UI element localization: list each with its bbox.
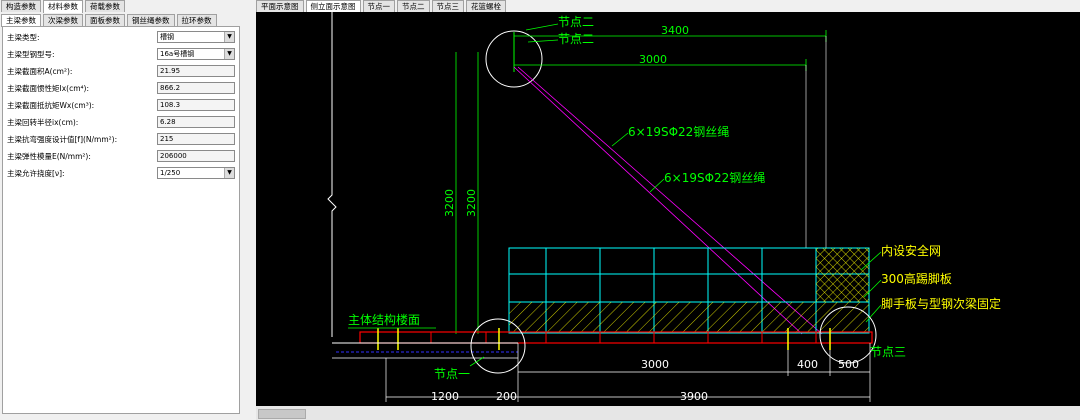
area-label: 主梁截面积A(cm²): xyxy=(7,66,73,76)
label-node2-b: 节点二 xyxy=(558,32,594,46)
parameter-panel: 构造参数 材料参数 荷载参数 主梁参数 次梁参数 面板参数 钢丝绳参数 拉环参数… xyxy=(0,0,242,420)
chevron-down-icon[interactable]: ▼ xyxy=(224,32,234,42)
leader-toe-board xyxy=(863,279,882,298)
tab-secondary-beam[interactable]: 次梁参数 xyxy=(43,14,83,26)
wall-break-line xyxy=(327,12,337,337)
steel-model-label: 主梁型钢型号: xyxy=(7,49,55,59)
section-modulus-field[interactable]: 108.3 xyxy=(157,99,235,111)
elastic-modulus-label: 主梁弹性模量E(N/mm²): xyxy=(7,151,91,161)
tab-material-params[interactable]: 材料参数 xyxy=(43,0,83,13)
leader-rope-2 xyxy=(649,178,665,193)
leader-node2-b xyxy=(527,39,559,43)
tab-construction-params[interactable]: 构造参数 xyxy=(1,0,41,12)
label-dim-3200-b: 3200 xyxy=(465,189,478,217)
material-sub-tabs: 主梁参数 次梁参数 面板参数 钢丝绳参数 拉环参数 xyxy=(1,14,219,27)
anchor-bolts xyxy=(377,328,831,350)
view-tabs: 平面示意图 侧立面示意图 节点一 节点二 节点三 花篮螺栓 xyxy=(256,0,508,13)
cad-canvas[interactable]: 节点二 节点二 3400 3000 3200 3200 6×19SΦ22钢丝绳 … xyxy=(256,12,1080,406)
form-row-elastic-modulus: 主梁弹性模量E(N/mm²): 206000 xyxy=(7,150,235,162)
parameter-category-tabs: 构造参数 材料参数 荷载参数 xyxy=(1,0,127,13)
label-dim-400: 400 xyxy=(797,358,818,371)
form-row-bending-strength: 主梁抗弯强度设计值[f](N/mm²): 215 xyxy=(7,133,235,145)
tab-wire-rope[interactable]: 钢丝绳参数 xyxy=(127,14,175,26)
label-node2-a: 节点二 xyxy=(558,15,594,29)
form-row-area: 主梁截面积A(cm²): 21.95 xyxy=(7,65,235,77)
wire-rope-1 xyxy=(513,66,803,335)
chevron-down-icon[interactable]: ▼ xyxy=(224,168,234,178)
tab-node-1[interactable]: 节点一 xyxy=(362,0,395,12)
steel-model-value: 16a号槽钢 xyxy=(160,50,195,58)
label-toe-board: 300高踢脚板 xyxy=(881,271,952,286)
toe-board-hatch xyxy=(509,302,869,333)
label-dim-3000-top: 3000 xyxy=(639,53,667,66)
form-row-section-modulus: 主梁截面抵抗矩Wx(cm³): 108.3 xyxy=(7,99,235,111)
tab-load-params[interactable]: 荷载参数 xyxy=(85,0,125,12)
label-dim-500: 500 xyxy=(838,358,859,371)
leader-node1 xyxy=(469,356,485,367)
beam-type-label: 主梁类型: xyxy=(7,32,40,42)
tab-panel[interactable]: 面板参数 xyxy=(85,14,125,26)
side-elevation-drawing: 节点二 节点二 3400 3000 3200 3200 6×19SΦ22钢丝绳 … xyxy=(327,12,1001,403)
form-row-steel-model: 主梁型钢型号: 16a号槽钢 ▼ xyxy=(7,48,235,60)
tab-pull-ring[interactable]: 拉环参数 xyxy=(176,14,217,26)
label-main-floor: 主体结构楼面 xyxy=(348,312,420,327)
leader-node2-a xyxy=(525,23,559,31)
area-field[interactable]: 21.95 xyxy=(157,65,235,77)
deflection-value: 1/250 xyxy=(160,169,181,177)
form-row-radius: 主梁回转半径ix(cm): 6.28 xyxy=(7,116,235,128)
label-dim-3900: 3900 xyxy=(680,390,708,403)
radius-label: 主梁回转半径ix(cm): xyxy=(7,117,79,127)
label-dim-1200: 1200 xyxy=(431,390,459,403)
label-safety-net: 内设安全网 xyxy=(881,243,941,258)
leader-rope-1 xyxy=(611,132,629,147)
inertia-label: 主梁截面惯性矩Ix(cm⁴): xyxy=(7,83,89,93)
scrollbar-thumb[interactable] xyxy=(258,409,306,419)
leader-safety-net xyxy=(860,251,882,271)
main-beam-form: 主梁类型: 槽钢 ▼ 主梁型钢型号: 16a号槽钢 ▼ 主梁截面积A(cm²): 2… xyxy=(2,26,240,414)
beam-stiffeners xyxy=(430,332,817,343)
beam-type-value: 槽钢 xyxy=(160,33,174,41)
main-steel-beam xyxy=(359,331,873,344)
tab-node-3[interactable]: 节点三 xyxy=(431,0,464,12)
tab-side-elevation[interactable]: 侧立面示意图 xyxy=(305,0,361,13)
inertia-field[interactable]: 866.2 xyxy=(157,82,235,94)
chevron-down-icon[interactable]: ▼ xyxy=(224,49,234,59)
label-rope-2: 6×19SΦ22钢丝绳 xyxy=(664,171,765,185)
horizontal-scrollbar[interactable] xyxy=(256,406,1080,420)
wire-rope-2 xyxy=(517,66,823,335)
steel-model-select[interactable]: 16a号槽钢 ▼ xyxy=(157,48,235,60)
label-scaffold-fix: 脚手板与型钢次梁固定 xyxy=(881,296,1001,311)
node1-circle xyxy=(470,318,526,374)
radius-field[interactable]: 6.28 xyxy=(157,116,235,128)
label-dim-3200-a: 3200 xyxy=(443,189,456,217)
tab-turnbuckle[interactable]: 花篮螺栓 xyxy=(466,0,506,12)
label-node1: 节点一 xyxy=(434,367,470,381)
tab-main-beam[interactable]: 主梁参数 xyxy=(1,14,41,27)
safety-net-hatch xyxy=(816,248,869,302)
deflection-select[interactable]: 1/250 ▼ xyxy=(157,167,235,179)
form-row-deflection: 主梁允许挠度[ν]: 1/250 ▼ xyxy=(7,167,235,179)
form-row-inertia: 主梁截面惯性矩Ix(cm⁴): 866.2 xyxy=(7,82,235,94)
form-row-beam-type: 主梁类型: 槽钢 ▼ xyxy=(7,31,235,43)
node2-circle xyxy=(485,30,543,88)
leader-scaffold-fix xyxy=(865,304,882,323)
section-modulus-label: 主梁截面抵抗矩Wx(cm³): xyxy=(7,100,95,110)
drawing-panel: 平面示意图 侧立面示意图 节点一 节点二 节点三 花篮螺栓 xyxy=(256,0,1080,420)
node3-circle xyxy=(819,306,877,364)
bending-strength-label: 主梁抗弯强度设计值[f](N/mm²): xyxy=(7,134,118,144)
tab-plan-view[interactable]: 平面示意图 xyxy=(256,0,304,12)
beam-type-select[interactable]: 槽钢 ▼ xyxy=(157,31,235,43)
label-dim-3400: 3400 xyxy=(661,24,689,37)
bottom-dimension-lines xyxy=(385,343,871,402)
bending-strength-field[interactable]: 215 xyxy=(157,133,235,145)
tab-node-2[interactable]: 节点二 xyxy=(397,0,430,12)
deflection-label: 主梁允许挠度[ν]: xyxy=(7,168,65,178)
label-node3: 节点三 xyxy=(870,345,906,359)
label-dim-200: 200 xyxy=(496,390,517,403)
label-dim-3000-bottom: 3000 xyxy=(641,358,669,371)
elastic-modulus-field[interactable]: 206000 xyxy=(157,150,235,162)
label-rope-1: 6×19SΦ22钢丝绳 xyxy=(628,125,729,139)
